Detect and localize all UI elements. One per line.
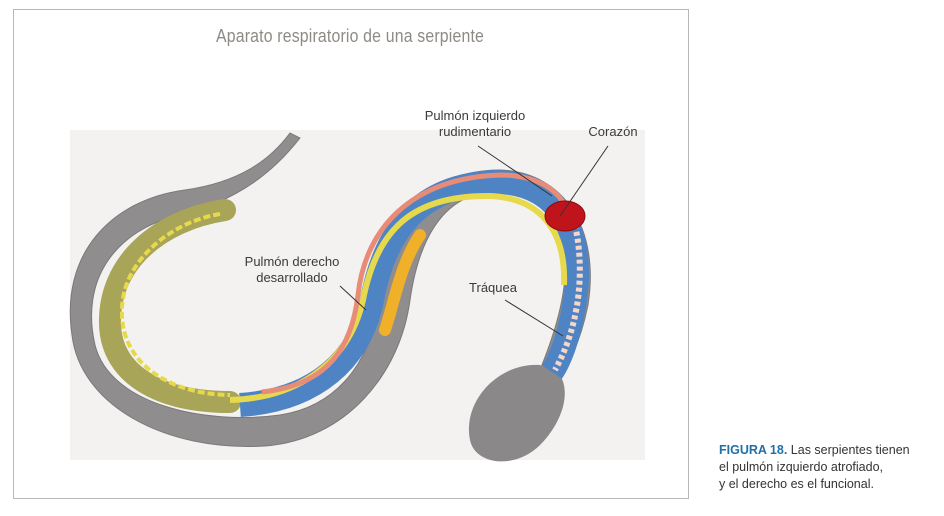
caption-line1: Las serpientes tienen — [787, 443, 910, 457]
left-lung-label-line1: Pulmón izquierdo — [424, 108, 526, 123]
right-lung-label-line2: desarrollado — [256, 270, 328, 285]
leader-heart — [559, 145, 609, 217]
caption-line3: y el derecho es el funcional. — [719, 477, 874, 491]
left-lung-label: Pulmón izquierdo rudimentario — [415, 108, 535, 140]
figure-title: Aparato respiratorio de una serpiente — [215, 26, 485, 46]
snake-head — [468, 364, 565, 462]
figure-number: FIGURA 18. — [719, 443, 788, 457]
tail-olive-band — [98, 199, 241, 413]
trachea-stripe — [552, 224, 583, 372]
heart-label: Corazón — [588, 124, 638, 139]
left-lung-label-line2: rudimentario — [438, 124, 512, 139]
right-lung — [239, 169, 590, 417]
right-lung-label-line1: Pulmón derecho — [244, 254, 340, 269]
caption-line2: el pulmón izquierdo atrofiado, — [719, 460, 883, 474]
leader-right-lung — [339, 285, 367, 311]
leader-left-lung — [477, 145, 553, 197]
figure-caption: FIGURA 18. Las serpientes tienen el pulm… — [719, 442, 941, 493]
heart — [544, 200, 586, 232]
liver — [379, 229, 426, 336]
intestine — [261, 172, 568, 395]
trachea-label: Tráquea — [469, 280, 517, 295]
leader-trachea — [504, 299, 564, 337]
right-lung-label: Pulmón derecho desarrollado — [232, 254, 352, 286]
